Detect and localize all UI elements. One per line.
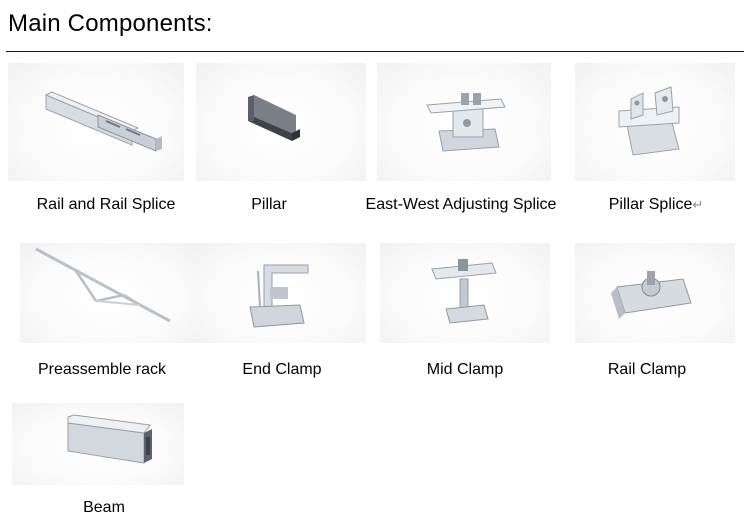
component-label: End Clamp (242, 361, 322, 378)
end-clamp-image (196, 243, 366, 343)
component-label: Preassemble rack (37, 361, 167, 378)
preassemble-rack-image (20, 243, 196, 343)
paragraph-mark-icon: ↵ (692, 197, 704, 212)
title-divider (6, 51, 744, 52)
pillar-splice-image (575, 63, 735, 181)
pillar-image (196, 63, 366, 181)
component-label: Mid Clamp (426, 361, 504, 378)
component-label: Rail and Rail Splice (36, 196, 176, 213)
mid-clamp-image (380, 243, 550, 343)
rail-clamp-image (575, 243, 735, 343)
beam-image (12, 403, 184, 485)
rail-and-splice-image (8, 63, 184, 181)
component-label: Beam (83, 499, 125, 516)
component-label: Pillar Splice↵ (608, 196, 704, 213)
component-label: Rail Clamp (607, 361, 687, 378)
component-label: Pillar (251, 196, 287, 213)
page-title: Main Components: (8, 10, 213, 37)
component-label: East-West Adjusting Splice (365, 196, 557, 213)
east-west-adjusting-splice-image (377, 63, 551, 181)
